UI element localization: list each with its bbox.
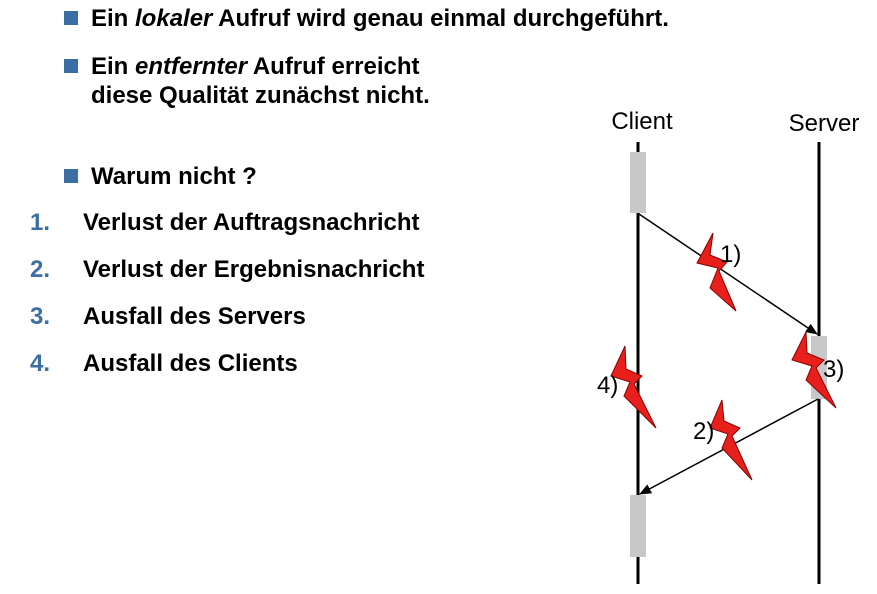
lightning-icon-4 bbox=[610, 345, 657, 429]
bullet-2-emphasis: entfernter bbox=[135, 53, 248, 80]
bullet-remote-call: Ein entfernter Aufruf erreicht diese Qua… bbox=[91, 52, 430, 110]
failure-label-4: 4) bbox=[597, 372, 618, 399]
lightning-icon-3 bbox=[791, 330, 837, 409]
client-activation-top bbox=[630, 152, 646, 213]
lightning-icon-2 bbox=[709, 399, 753, 481]
reason-4-number: 4. bbox=[30, 350, 51, 377]
bullet-1-pre: Ein bbox=[91, 5, 136, 32]
failure-label-1: 1) bbox=[720, 241, 741, 268]
reason-1-text: Verlust der Auftragsnachricht bbox=[83, 209, 420, 236]
bullet-marker-2 bbox=[64, 59, 78, 73]
bullet-2-post: Aufruf erreicht bbox=[247, 53, 420, 80]
server-label: Server bbox=[789, 110, 860, 137]
bullet-1-emphasis: lokaler bbox=[135, 5, 213, 32]
reason-2-number: 2. bbox=[30, 256, 51, 283]
request-arrow bbox=[638, 213, 818, 335]
bullet-marker-3 bbox=[64, 169, 78, 183]
bullet-why-not: Warum nicht ? bbox=[91, 163, 257, 190]
bullet-marker-1 bbox=[64, 11, 78, 25]
reason-3-number: 3. bbox=[30, 303, 51, 330]
reason-4-text: Ausfall des Clients bbox=[83, 350, 298, 377]
client-label: Client bbox=[611, 108, 673, 135]
failure-label-2: 2) bbox=[693, 418, 714, 445]
reason-2-text: Verlust der Ergebnisnachricht bbox=[83, 256, 425, 283]
bullet-2-line2: diese Qualität zunächst nicht. bbox=[91, 82, 430, 109]
reason-3-text: Ausfall des Servers bbox=[83, 303, 306, 330]
bullet-local-call: Ein lokaler Aufruf wird genau einmal dur… bbox=[91, 4, 669, 33]
lightning-icon-1 bbox=[696, 232, 737, 312]
bullet-2-pre: Ein bbox=[91, 53, 136, 80]
bullet-1-post: Aufruf wird genau einmal durchgeführt. bbox=[212, 5, 669, 32]
client-activation-bottom bbox=[630, 495, 646, 557]
reason-1-number: 1. bbox=[30, 209, 51, 236]
failure-label-3: 3) bbox=[823, 356, 844, 383]
